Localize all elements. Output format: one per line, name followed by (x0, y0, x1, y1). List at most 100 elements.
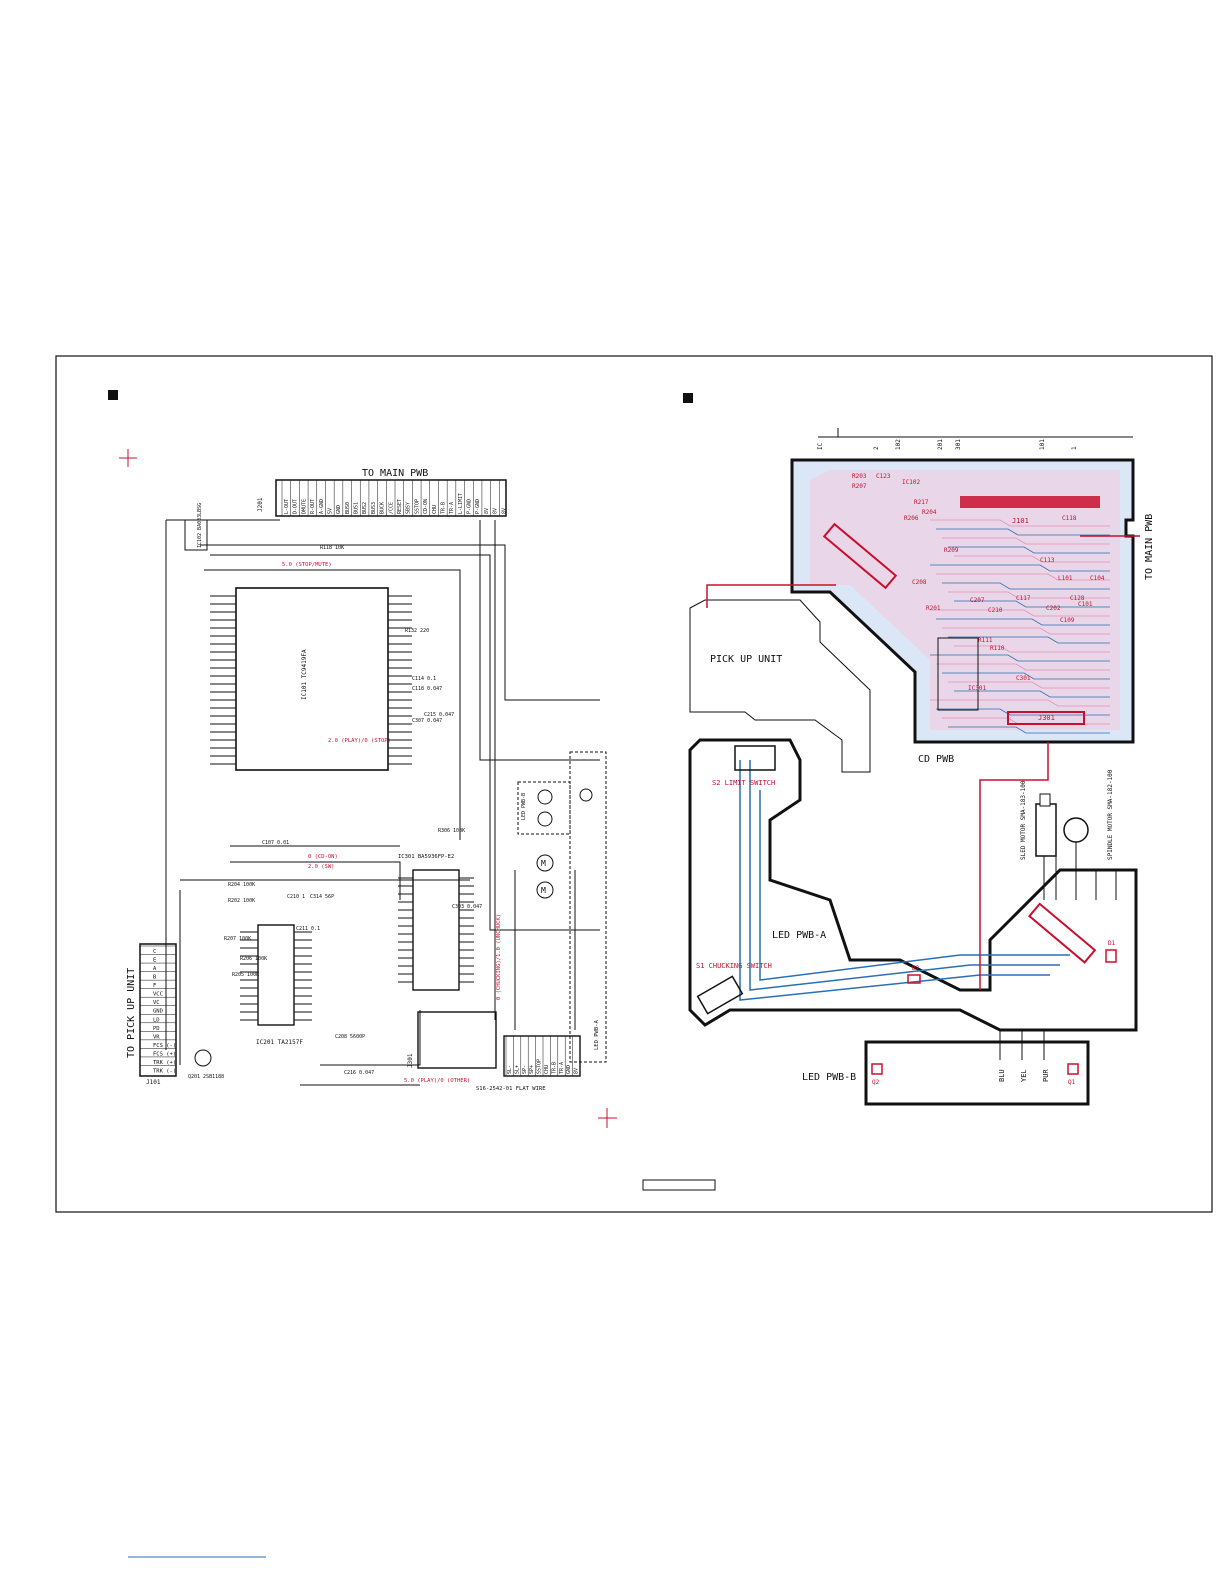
main-ic-ic101 (235, 587, 389, 771)
component-label: R132 220 (405, 628, 429, 634)
copper-trace (942, 582, 1110, 590)
component-label: R205 100K (232, 972, 259, 978)
main-pin-label: TR-A (449, 502, 455, 514)
board-reference-labels: R203R207C123IC102R217R206R204R209C208R20… (852, 473, 1105, 692)
pickup-flex-cable (706, 584, 836, 608)
main-pin-label: TR-B (440, 502, 446, 514)
board-ref-label: R209 (944, 547, 959, 554)
pickup-connector-j101 (139, 943, 177, 1077)
led-pwb-a-traces (739, 760, 1070, 1001)
board-ref-label: R111 (978, 637, 993, 644)
board-j101-label: J101 (1012, 517, 1029, 525)
main-pin-label: BUS1 (354, 502, 360, 514)
copper-trace (954, 690, 1110, 698)
flat-wire-pin-label: SL- (507, 1065, 513, 1074)
component-label: R118 10K (320, 545, 344, 551)
led-a-to-cd-wire (979, 742, 1049, 990)
component-label: C216 0.047 (344, 1070, 374, 1076)
component-label: R206 100K (240, 956, 267, 962)
board-ref-label: IC301 (968, 685, 986, 692)
flat-wire-pin-label: 8V (574, 1068, 580, 1074)
sled-motor-body (1035, 803, 1057, 857)
board-ref-label: R110 (990, 645, 1005, 652)
motor-m-glyph: M (541, 886, 546, 895)
flat-wire-pin-label: SP- (522, 1065, 528, 1074)
component-label: R306 100K (438, 828, 465, 834)
copper-trace (954, 645, 1110, 653)
q1-label: Q1 (1068, 1079, 1076, 1086)
copper-trace (942, 537, 1110, 545)
board-angled-connector (822, 522, 898, 590)
led-pwb-a-box (569, 751, 607, 1063)
component-label: C303 0.047 (452, 904, 482, 910)
main-pin-label: BUS0 (345, 502, 351, 514)
board-ref-label: C210 (988, 607, 1003, 614)
chucking-switch-label: S1 CHUCKING SWITCH (696, 962, 772, 970)
board-ref-label: C301 (1016, 675, 1031, 682)
main-pin-label: RESET (397, 499, 403, 514)
board-ref-label: C113 (1040, 557, 1055, 564)
main-pin-label: BUS3 (371, 502, 377, 514)
board-ref-label: C101 (1078, 601, 1093, 608)
board-j301-header (1007, 711, 1085, 725)
board-ref-label: R203 (852, 473, 867, 480)
board-ref-label: C128 (1070, 595, 1085, 602)
ruler-label: IC (817, 442, 824, 450)
component-label: C215 0.047 (424, 712, 454, 718)
pickup-pin-label: A (153, 966, 157, 972)
ic102-label: IC102 BA033LBSG (197, 503, 203, 548)
motor-m-glyph: M (541, 859, 546, 868)
board-ref-label: R217 (914, 499, 929, 506)
copper-trace (930, 654, 1110, 662)
copper-trace (930, 519, 1110, 527)
flat-wire-pin-label: SSTOP (537, 1059, 543, 1074)
component-label: C307 0.047 (412, 718, 442, 724)
flat-wire-connector (503, 1035, 581, 1077)
servo-ic-ic201 (257, 924, 295, 1026)
board-ref-label: R206 (904, 515, 919, 522)
board-ref-label: L101 (1058, 575, 1073, 582)
copper-trace (936, 573, 1110, 581)
board-j301-label: J301 (1038, 714, 1055, 722)
ruler-label: 2 (873, 446, 880, 450)
board-ref-label: C104 (1090, 575, 1105, 582)
led-pwb-a-label: LED PWB-A (772, 930, 826, 941)
wire-color-yel: YEL (1020, 1069, 1028, 1082)
board-ref-label: R207 (852, 483, 867, 490)
main-pin-label: L-LIMIT (458, 493, 464, 514)
ruler-label: 101 (1039, 439, 1046, 450)
j101-label: J101 (146, 1079, 161, 1086)
led-pwb-b-box (517, 781, 571, 835)
copper-trace (930, 564, 1110, 572)
pickup-pin-label: VC (153, 1000, 160, 1006)
ic301-label: IC301 BA5936FP-E2 (398, 854, 454, 860)
ruler-label: 102 (895, 439, 902, 450)
motor-wires (1043, 842, 1117, 900)
board-ic301-footprint (937, 637, 979, 711)
component-label: C314 56P (310, 894, 334, 900)
component-label: C208 5600P (335, 1034, 365, 1040)
diode-d2 (907, 974, 921, 984)
main-pin-label: D-OUT (293, 499, 299, 514)
copper-trace (930, 699, 1110, 707)
main-pin-label: BUCK (380, 502, 386, 514)
page-tag-box (642, 1179, 716, 1191)
limit-switch-label: S2 LIMIT SWITCH (712, 779, 775, 787)
main-pin-label: 8V (501, 508, 507, 514)
pickup-pin-label: LD (153, 1017, 160, 1023)
led-pwb-b-label: LED PWB-B (802, 1072, 856, 1083)
board-ref-label: C202 (1046, 605, 1061, 612)
section-marker-right (683, 393, 693, 403)
pickup-pin-label: VCC (153, 992, 163, 998)
led-b-wires (999, 1030, 1045, 1060)
board-ref-label: IC102 (902, 479, 920, 486)
chucking-switch-part (696, 975, 744, 1015)
copper-trace (948, 591, 1110, 599)
component-label: C107 0.01 (262, 840, 289, 846)
j301-label: J301 (407, 1053, 414, 1068)
q2-label: Q2 (872, 1079, 880, 1086)
main-pin-label: CHU (432, 505, 438, 514)
board-ref-label: C208 (912, 579, 927, 586)
